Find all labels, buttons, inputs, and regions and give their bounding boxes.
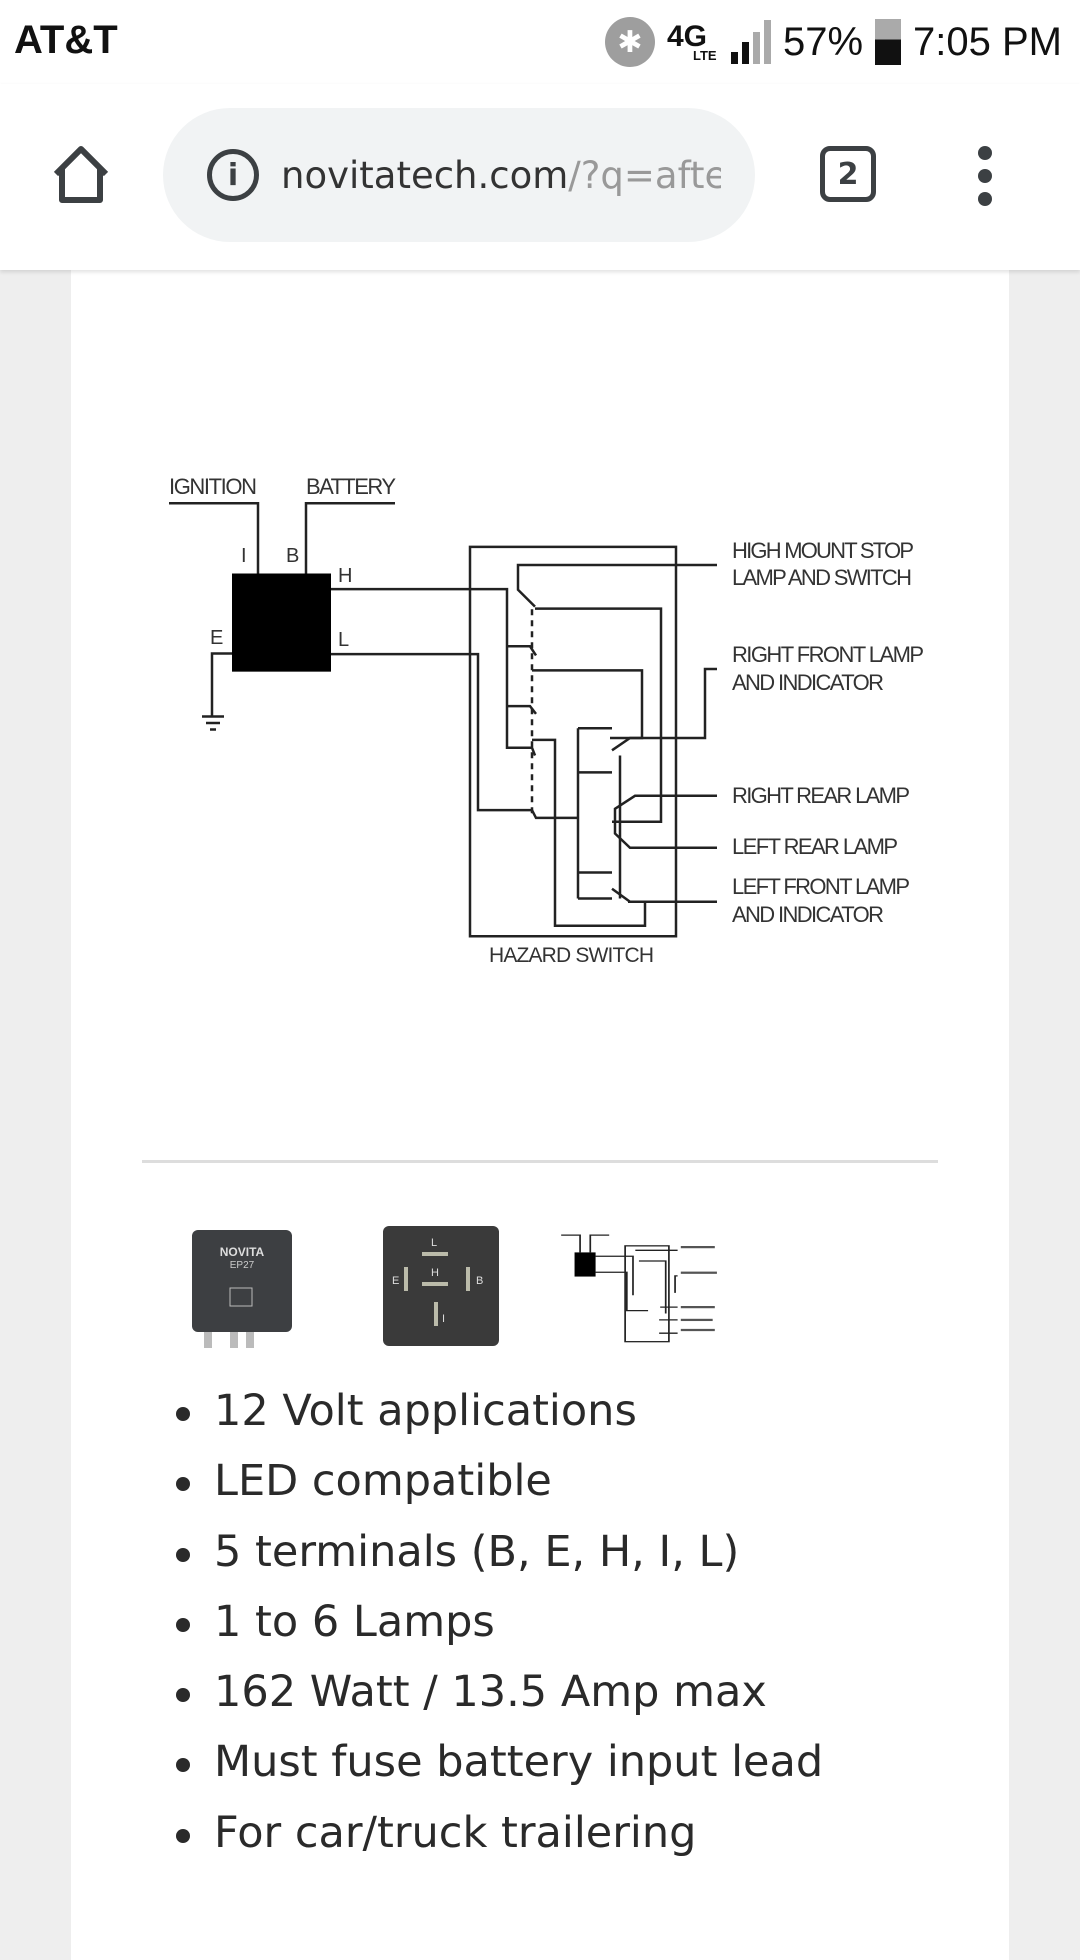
wiring-diagram: IGNITION BATTERY I B H E L HAZARD SWITCH…	[169, 474, 924, 967]
terminal-i-label: I	[241, 545, 247, 567]
flasher-unit	[232, 573, 331, 672]
url-text[interactable]: novitatech.com/?q=afte	[281, 153, 721, 197]
clock: 7:05 PM	[913, 19, 1062, 64]
svg-text:E: E	[392, 1275, 399, 1287]
carrier-name: AT&T	[14, 18, 118, 62]
feature-item: 1 to 6 Lamps	[172, 1591, 823, 1661]
feature-item: Must fuse battery input lead	[172, 1731, 823, 1801]
terminal-e-label: E	[210, 627, 223, 649]
svg-text:AND INDICATOR: AND INDICATOR	[732, 902, 884, 927]
thumbnail-diagram[interactable]	[555, 1222, 725, 1350]
ignition-label: IGNITION	[169, 474, 257, 499]
tab-switcher-button[interactable]: 2	[820, 146, 876, 202]
info-icon[interactable]: i	[207, 149, 259, 201]
svg-text:L: L	[431, 1237, 437, 1249]
svg-text:HIGH MOUNT STOP: HIGH MOUNT STOP	[732, 538, 914, 563]
divider	[142, 1160, 938, 1163]
svg-text:LAMP AND SWITCH: LAMP AND SWITCH	[732, 565, 912, 590]
battery-label: BATTERY	[306, 474, 396, 499]
thumbnail-relay-pins[interactable]: L H E B I	[382, 1222, 500, 1350]
svg-text:I: I	[442, 1313, 445, 1325]
svg-text:H: H	[431, 1267, 439, 1279]
browser-toolbar: i novitatech.com/?q=afte 2	[0, 84, 1080, 270]
terminal-l-label: L	[338, 629, 349, 651]
terminal-h-label: H	[338, 565, 352, 587]
product-content	[71, 260, 1009, 1960]
svg-text:LEFT REAR LAMP: LEFT REAR LAMP	[732, 834, 898, 859]
feature-item: 162 Watt / 13.5 Amp max	[172, 1661, 823, 1731]
svg-text:EP27: EP27	[230, 1260, 255, 1271]
svg-text:LEFT FRONT LAMP: LEFT FRONT LAMP	[732, 874, 910, 899]
svg-text:RIGHT REAR LAMP: RIGHT REAR LAMP	[732, 783, 910, 808]
feature-item: 12 Volt applications	[172, 1380, 823, 1450]
hazard-switch-label: HAZARD SWITCH	[489, 944, 654, 967]
battery-percent: 57%	[782, 19, 864, 64]
feature-item: 5 terminals (B, E, H, I, L)	[172, 1521, 823, 1591]
svg-text:NOVITA: NOVITA	[220, 1245, 265, 1259]
feature-item: For car/truck trailering	[172, 1802, 823, 1872]
thumbnail-relay[interactable]: NOVITA EP27	[190, 1222, 294, 1350]
signal-icon	[730, 20, 771, 64]
feature-item: LED compatible	[172, 1450, 823, 1520]
feature-list: 12 Volt applications LED compatible 5 te…	[172, 1380, 823, 1872]
svg-text:B: B	[476, 1275, 483, 1287]
address-bar[interactable]: i novitatech.com/?q=afte	[163, 108, 755, 242]
home-icon[interactable]	[50, 144, 112, 206]
terminal-b-label: B	[286, 545, 299, 567]
svg-text:AND INDICATOR: AND INDICATOR	[732, 670, 884, 695]
output-labels: HIGH MOUNT STOP LAMP AND SWITCH RIGHT FR…	[732, 538, 924, 927]
bluetooth-icon: ✱	[604, 17, 655, 67]
battery-icon	[875, 19, 902, 65]
svg-text:RIGHT FRONT LAMP: RIGHT FRONT LAMP	[732, 642, 924, 667]
more-menu-icon[interactable]	[972, 146, 998, 206]
